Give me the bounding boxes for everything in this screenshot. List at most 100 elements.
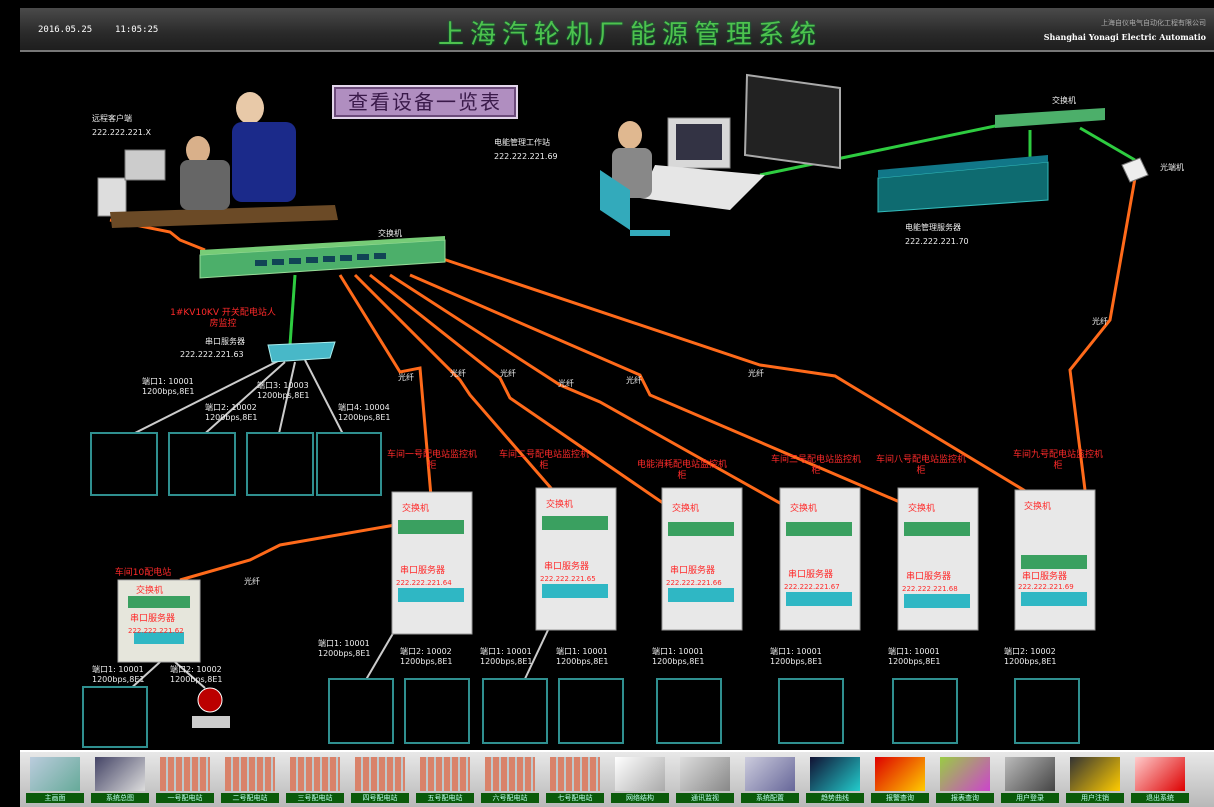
switchgear-icon xyxy=(485,757,535,791)
cab4-switch: 交换机 xyxy=(790,504,818,514)
fiber-link-transceiver xyxy=(1068,177,1137,531)
main-switch[interactable] xyxy=(199,236,446,279)
taskbar-button[interactable]: 报表查询 xyxy=(936,757,994,803)
cabinet-rack-small xyxy=(117,579,201,663)
cab4-server: 串口服务器 xyxy=(788,570,834,580)
taskbar-button-label: 报警查询 xyxy=(871,793,929,803)
taskbar-button[interactable]: 六号配电站 xyxy=(481,757,539,803)
taskbar-button[interactable]: 三号配电站 xyxy=(286,757,344,803)
taskbar-button-label: 用户登录 xyxy=(1001,793,1059,803)
meter-box[interactable] xyxy=(82,686,148,748)
exit-icon xyxy=(1135,757,1185,791)
taskbar-button[interactable]: 主画面 xyxy=(26,757,84,803)
small-cab-ip: 222.222.221.62 xyxy=(128,627,184,635)
taskbar-button[interactable]: 网络结构 xyxy=(611,757,669,803)
meter-device[interactable] xyxy=(192,687,230,728)
factory-icon xyxy=(745,757,795,791)
taskbar-button[interactable]: 用户注销 xyxy=(1066,757,1124,803)
comm-icon xyxy=(680,757,730,791)
taskbar-button[interactable]: 五号配电站 xyxy=(416,757,474,803)
port-label: 端口1: 10001 1200bps,8E1 xyxy=(770,647,823,666)
taskbar-button[interactable]: 退出系统 xyxy=(1131,757,1189,803)
meter-box[interactable] xyxy=(246,432,314,496)
taskbar-button[interactable]: 系统配置 xyxy=(741,757,799,803)
serial-server-device[interactable] xyxy=(267,341,336,363)
port-label: 端口2: 10002 1200bps,8E1 xyxy=(170,665,223,684)
meter-box[interactable] xyxy=(90,432,158,496)
serial-port-1: 端口1: 10001 1200bps,8E1 xyxy=(142,377,195,396)
switchgear-icon xyxy=(225,757,275,791)
taskbar-button-label: 七号配电站 xyxy=(546,793,604,803)
fiber-label: 光纤 xyxy=(1092,317,1108,326)
taskbar-button[interactable]: 通讯监视 xyxy=(676,757,734,803)
cabinet-5-label: 车间八号配电站监控机柜 xyxy=(875,455,966,476)
meter-box[interactable] xyxy=(892,678,958,744)
device-list-button[interactable]: 查看设备一览表 xyxy=(332,85,518,119)
fiber-link-cab3 xyxy=(369,273,696,527)
server-unit[interactable] xyxy=(877,155,1049,213)
serial-server-ip: 222.222.221.63 xyxy=(180,350,244,359)
cabinet-3-label: 电能消耗配电站监控机柜 xyxy=(636,460,727,481)
fiber-link-cab4 xyxy=(389,273,811,522)
meter-box[interactable] xyxy=(404,678,470,744)
server-ip-label: 222.222.221.70 xyxy=(905,237,969,246)
fiber-label: 光纤 xyxy=(450,369,466,378)
cabinet-racks[interactable] xyxy=(117,487,1096,663)
taskbar-button[interactable]: 二号配电站 xyxy=(221,757,279,803)
report-icon xyxy=(940,757,990,791)
cab4-ip: 222.222.221.67 xyxy=(784,583,840,591)
cab2-ip: 222.222.221.65 xyxy=(540,575,596,583)
fiber-links xyxy=(109,177,1137,582)
cab5-server: 串口服务器 xyxy=(906,572,952,582)
cabinet-rack-4 xyxy=(779,487,861,631)
port-label: 端口1: 10001 1200bps,8E1 xyxy=(888,647,941,666)
taskbar-button-label: 趋势曲线 xyxy=(806,793,864,803)
taskbar-button-label: 三号配电站 xyxy=(286,793,344,803)
meter-box[interactable] xyxy=(558,678,624,744)
small-cabinet-label: 车间10配电站 xyxy=(114,568,172,578)
meter-box[interactable] xyxy=(778,678,844,744)
switchgear-icon xyxy=(290,757,340,791)
fiber-transceiver-top[interactable] xyxy=(1121,157,1149,183)
serial-port-4: 端口4: 10004 1200bps,8E1 xyxy=(338,403,391,422)
cab6-switch: 交换机 xyxy=(1024,502,1052,512)
taskbar-button[interactable]: 报警查询 xyxy=(871,757,929,803)
ethernet-links xyxy=(288,123,1136,346)
taskbar-button[interactable]: 趋势曲线 xyxy=(806,757,864,803)
fiber-link-cab6 xyxy=(439,256,1071,520)
meter-box[interactable] xyxy=(316,432,382,496)
serial-port-2: 端口2: 10002 1200bps,8E1 xyxy=(205,403,258,422)
meter-box[interactable] xyxy=(1014,678,1080,744)
fiber-link-small xyxy=(179,523,396,582)
system-title: 上海汽轮机厂能源管理系统 xyxy=(437,20,822,50)
top-switch[interactable] xyxy=(995,108,1105,128)
fiber-label: 光纤 xyxy=(244,577,260,586)
meter-box[interactable] xyxy=(328,678,394,744)
cab1-switch: 交换机 xyxy=(402,504,430,514)
taskbar-button-label: 六号配电站 xyxy=(481,793,539,803)
workstation[interactable] xyxy=(600,73,841,236)
cabinet-1-label: 车间一号配电站监控机柜 xyxy=(386,450,477,471)
cab3-server: 串口服务器 xyxy=(670,566,716,576)
date-display: 2016.05.25 xyxy=(38,25,93,35)
serial-port-3: 端口3: 10003 1200bps,8E1 xyxy=(257,381,310,400)
meter-box[interactable] xyxy=(168,432,236,496)
meter-box[interactable] xyxy=(482,678,548,744)
meter-box[interactable] xyxy=(656,678,722,744)
company-name-en: Shanghai Yonagi Electric Automatio xyxy=(1043,32,1206,42)
cab2-switch: 交换机 xyxy=(546,500,574,510)
fiber-label: 光纤 xyxy=(500,369,516,378)
taskbar-button[interactable]: 一号配电站 xyxy=(156,757,214,803)
taskbar-button-label: 退出系统 xyxy=(1131,793,1189,803)
remote-client-station[interactable] xyxy=(97,92,338,228)
cabinet-rack-6 xyxy=(1014,489,1096,631)
taskbar-button[interactable]: 四号配电站 xyxy=(351,757,409,803)
workstation-ip-label: 222.222.221.69 xyxy=(494,152,558,161)
taskbar-button[interactable]: 七号配电站 xyxy=(546,757,604,803)
cabinet-rack-1 xyxy=(391,491,473,635)
taskbar-button[interactable]: 系统总图 xyxy=(91,757,149,803)
taskbar-button[interactable]: 用户登录 xyxy=(1001,757,1059,803)
cabinet-rack-3 xyxy=(661,487,743,631)
